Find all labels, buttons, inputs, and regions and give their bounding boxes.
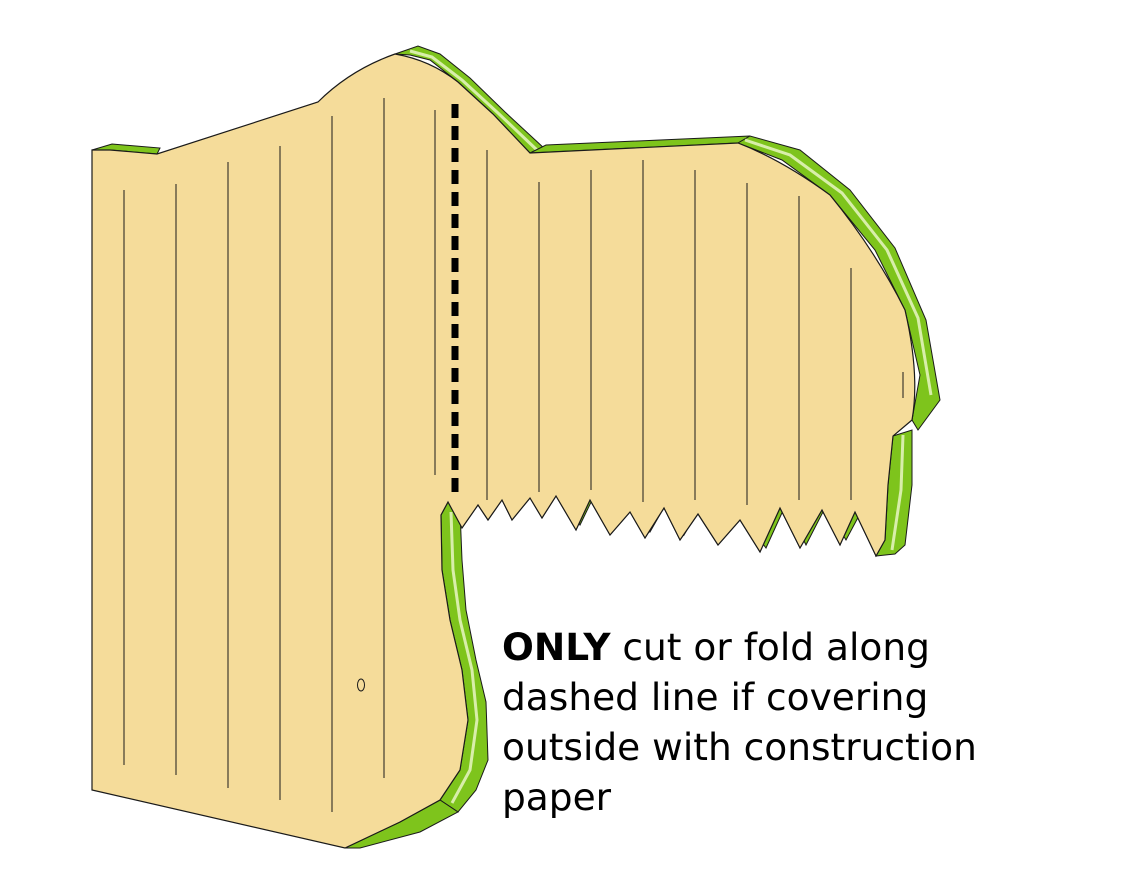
edge-notch-stripe bbox=[449, 511, 479, 804]
edge-right-stripe bbox=[744, 138, 933, 396]
panel-face bbox=[91, 53, 916, 849]
caption-emphasis: ONLY bbox=[502, 625, 611, 669]
small-oval-hole-icon bbox=[357, 678, 365, 692]
corrugation-lines bbox=[123, 98, 904, 812]
instruction-caption: ONLY cut or fold along dashed line if co… bbox=[502, 622, 1062, 822]
edge-top-arch-stripe bbox=[409, 49, 540, 153]
caption-text: cut or fold along dashed line if coverin… bbox=[502, 625, 977, 819]
edge-right-lower-stripe bbox=[890, 434, 905, 551]
